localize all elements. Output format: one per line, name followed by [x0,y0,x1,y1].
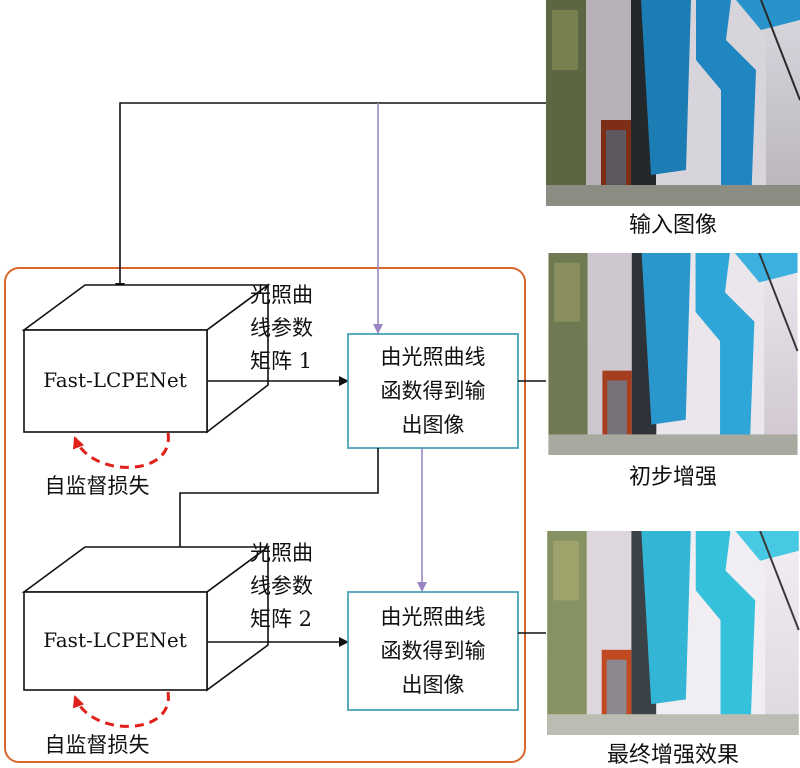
param-matrix-1-line-1: 光照曲 [250,283,313,307]
output-1-line-3: 出图像 [402,413,465,437]
network-1-box [21,283,271,434]
param-matrix-1-label: 光照曲 线参数 矩阵 1 [250,283,313,373]
param-matrix-2-line-1: 光照曲 [250,541,313,565]
output-2-line-1: 由光照曲线 [381,605,486,629]
network-2-box [21,545,271,692]
param-matrix-1-line-2: 线参数 [250,316,313,340]
loss-2-arrow [72,691,170,728]
param-matrix-2-line-3: 矩阵 2 [250,607,312,631]
param-matrix-2-label: 光照曲 线参数 矩阵 2 [250,541,313,631]
output-1-to-network-2-arrow [175,448,379,559]
output-1-line-1: 由光照曲线 [381,345,486,369]
network-1-label: Fast-LCPENet [43,368,187,392]
output-1-line-2: 函数得到输 [381,379,486,403]
network-2-label: Fast-LCPENet [43,628,187,652]
loss-1-label: 自监督损失 [45,474,150,498]
output-2-line-2: 函数得到输 [381,639,486,663]
loss-1-arrow [72,432,170,469]
input-to-network-1-arrow [115,102,546,293]
final-enhanced-caption: 最终增强效果 [607,743,739,768]
output-2-line-3: 出图像 [402,673,465,697]
final-enhanced-image [547,531,800,735]
input-image [546,0,800,206]
initial-enhanced-caption: 初步增强 [629,465,717,490]
initial-enhanced-image [548,253,799,455]
input-image-caption: 输入图像 [629,213,717,238]
loss-2-label: 自监督损失 [45,733,150,757]
param-matrix-2-line-2: 线参数 [250,574,313,598]
pipeline-container [4,267,526,763]
param-matrix-1-line-3: 矩阵 1 [250,349,312,373]
output-2-box [347,591,519,711]
output-1-box [347,333,519,449]
